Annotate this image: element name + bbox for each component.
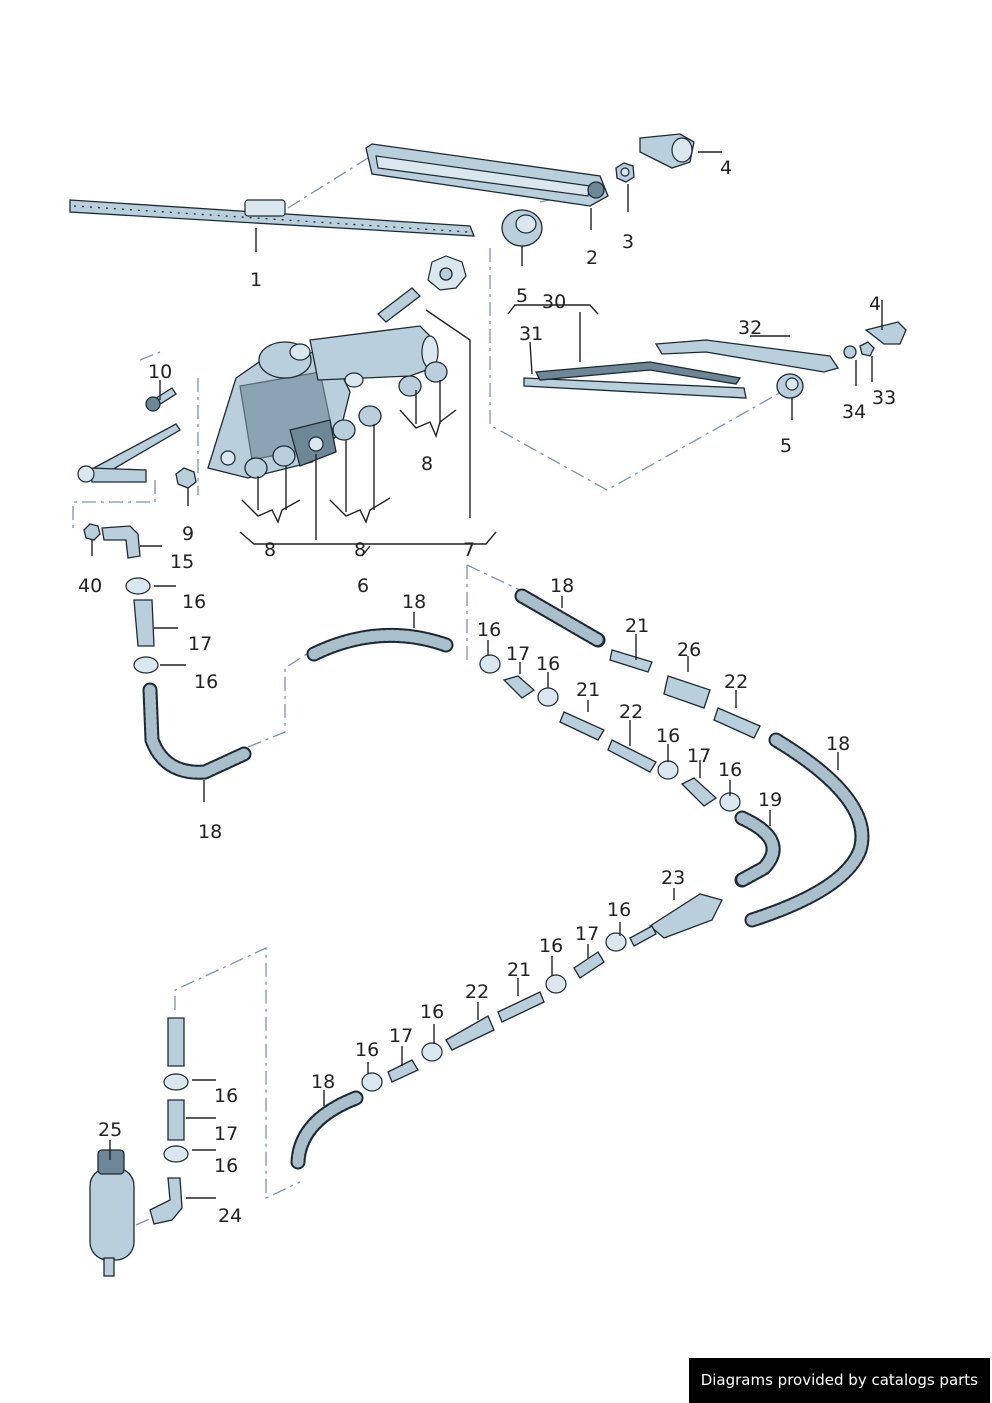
callout-18: 18 bbox=[826, 733, 850, 755]
callout-18: 18 bbox=[550, 575, 574, 597]
callout-17: 17 bbox=[214, 1123, 238, 1145]
wiper-arm-part-2 bbox=[365, 143, 609, 207]
nut-part-3 bbox=[615, 162, 635, 183]
callout-16: 16 bbox=[355, 1039, 379, 1061]
callout-8: 8 bbox=[264, 539, 276, 561]
rear-wiper-blade-part-31 bbox=[523, 361, 747, 399]
hoses bbox=[142, 588, 870, 1170]
link-rod bbox=[77, 423, 181, 483]
nut-part-40 bbox=[83, 523, 101, 541]
callout-8: 8 bbox=[421, 453, 433, 475]
callout-5: 5 bbox=[780, 435, 792, 457]
callout-18: 18 bbox=[198, 821, 222, 843]
assembly-lines bbox=[72, 157, 786, 1226]
callout-16: 16 bbox=[607, 899, 631, 921]
callout-2: 2 bbox=[586, 247, 598, 269]
callout-17: 17 bbox=[389, 1025, 413, 1047]
callout-23: 23 bbox=[661, 867, 685, 889]
elbow-connector-part-15 bbox=[101, 525, 141, 559]
callout-7: 7 bbox=[463, 539, 475, 561]
callout-21: 21 bbox=[507, 959, 531, 981]
clamps-part-16 bbox=[125, 577, 741, 1163]
callout-18: 18 bbox=[311, 1071, 335, 1093]
callout-16: 16 bbox=[656, 725, 680, 747]
hose-pieces-part-17 bbox=[133, 599, 718, 1141]
callout-4: 4 bbox=[720, 157, 732, 179]
callout-16: 16 bbox=[539, 935, 563, 957]
leader-lines bbox=[91, 151, 883, 1199]
callout-16: 16 bbox=[214, 1085, 238, 1107]
bushings-part-8 bbox=[244, 361, 448, 479]
cap-part-4-top bbox=[639, 133, 695, 169]
callout-1: 1 bbox=[250, 269, 262, 291]
callout-3: 3 bbox=[622, 231, 634, 253]
washer-pump-part-25 bbox=[89, 1149, 135, 1277]
callout-16: 16 bbox=[477, 619, 501, 641]
callout-30: 30 bbox=[542, 291, 566, 313]
callout-24: 24 bbox=[218, 1205, 242, 1227]
callout-31: 31 bbox=[519, 323, 543, 345]
callout-32: 32 bbox=[738, 317, 762, 339]
bolt-part-10 bbox=[145, 387, 177, 412]
callout-8: 8 bbox=[354, 539, 366, 561]
elbow-part-24 bbox=[149, 1177, 183, 1225]
spindle bbox=[377, 287, 421, 323]
callout-16: 16 bbox=[536, 653, 560, 675]
connectors bbox=[445, 649, 761, 1051]
callout-22: 22 bbox=[619, 701, 643, 723]
washer bbox=[427, 255, 467, 291]
callout-6: 6 bbox=[357, 575, 369, 597]
nut-part-9 bbox=[175, 467, 197, 489]
callout-15: 15 bbox=[170, 551, 194, 573]
callout-17: 17 bbox=[188, 633, 212, 655]
callout-16: 16 bbox=[182, 591, 206, 613]
callout-21: 21 bbox=[576, 679, 600, 701]
callout-16: 16 bbox=[420, 1001, 444, 1023]
callout-21: 21 bbox=[625, 615, 649, 637]
callout-25: 25 bbox=[98, 1119, 122, 1141]
callout-10: 10 bbox=[148, 361, 172, 383]
callout-5: 5 bbox=[516, 285, 528, 307]
callout-17: 17 bbox=[687, 745, 711, 767]
callouts: 1 2 3 4 5 30 31 32 4 34 33 5 10 9 8 8 8 … bbox=[78, 157, 896, 1227]
wiper-motor-part-6 bbox=[207, 325, 439, 479]
callout-40: 40 bbox=[78, 575, 102, 597]
rear-parts-small bbox=[776, 321, 907, 399]
rear-wiper-arm-part-32 bbox=[654, 339, 840, 373]
callout-22: 22 bbox=[724, 671, 748, 693]
callout-4: 4 bbox=[869, 293, 881, 315]
callout-34: 34 bbox=[842, 401, 866, 423]
grommet-part-5-top bbox=[501, 209, 543, 247]
wiper-blade-part-1 bbox=[69, 199, 475, 237]
attribution-banner: Diagrams provided by catalogs parts bbox=[688, 1358, 990, 1403]
callout-16: 16 bbox=[214, 1155, 238, 1177]
callout-16: 16 bbox=[718, 759, 742, 781]
callout-16: 16 bbox=[194, 671, 218, 693]
callout-26: 26 bbox=[677, 639, 701, 661]
callout-17: 17 bbox=[575, 923, 599, 945]
callout-9: 9 bbox=[182, 523, 194, 545]
callout-18: 18 bbox=[402, 591, 426, 613]
callout-19: 19 bbox=[758, 789, 782, 811]
callout-33: 33 bbox=[872, 387, 896, 409]
callout-22: 22 bbox=[465, 981, 489, 1003]
callout-17: 17 bbox=[506, 643, 530, 665]
